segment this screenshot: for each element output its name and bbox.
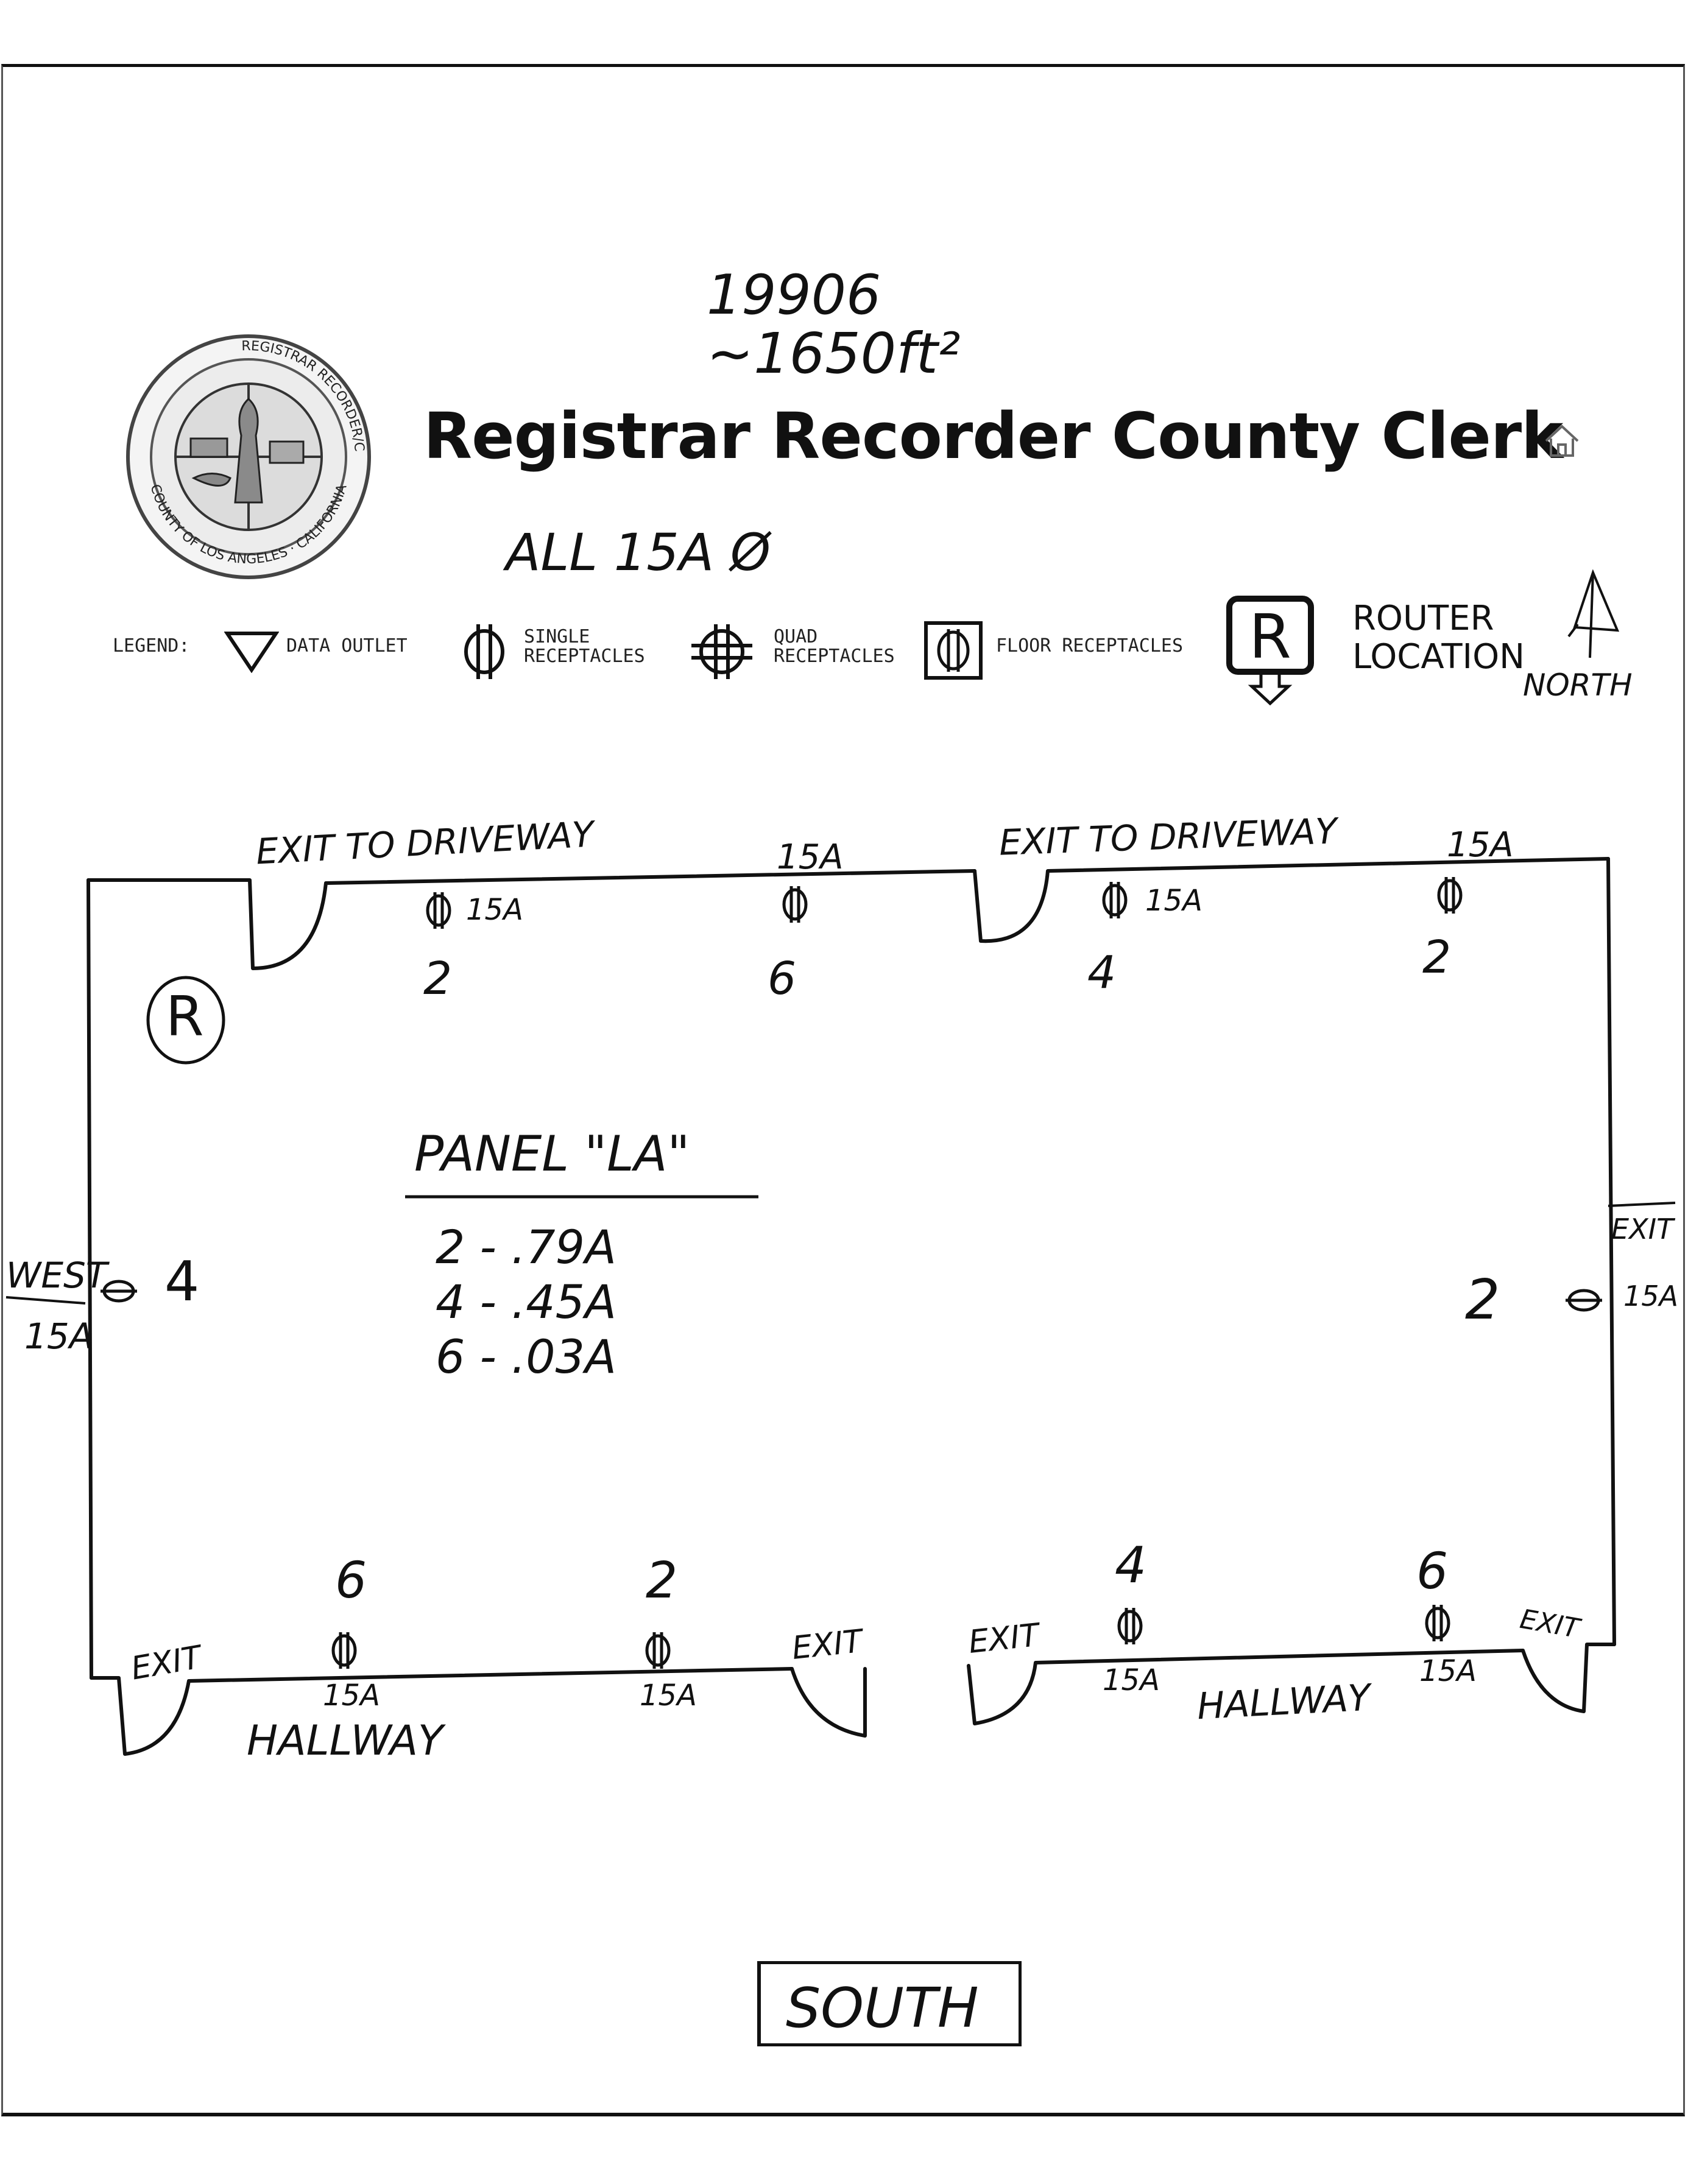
floor-receptacle-icon xyxy=(924,621,983,680)
panel-row-2: 4 - .45A xyxy=(436,1275,616,1329)
building-number: 19906 xyxy=(707,263,881,327)
home-icon[interactable] xyxy=(1541,420,1583,462)
north-circuit-3: 4 xyxy=(1087,946,1117,999)
north-circuit-2: 6 xyxy=(768,953,797,1005)
receptacle-east xyxy=(1566,1289,1602,1312)
single-receptacle-icon xyxy=(464,624,504,679)
north-arrow-icon xyxy=(1567,569,1620,658)
receptacle-north-2 xyxy=(782,886,808,923)
router-letter: R xyxy=(1249,601,1291,672)
amperage-note: ALL 15A Ø xyxy=(506,523,771,582)
east-circuit: 2 xyxy=(1465,1268,1500,1332)
receptacle-north-3 xyxy=(1102,882,1128,918)
south-hallway-left: HALLWAY xyxy=(247,1717,443,1765)
page-title: Registrar Recorder County Clerk xyxy=(423,399,1563,473)
east-amp: 15A xyxy=(1623,1280,1679,1312)
west-amp: 15A xyxy=(24,1316,94,1357)
north-amp-4: 15A xyxy=(1447,825,1514,865)
south-amp-2: 15A xyxy=(640,1679,697,1713)
south-hallway-right: HALLWAY xyxy=(1196,1676,1372,1728)
page-border xyxy=(1,64,1685,2116)
north-circuit-4: 2 xyxy=(1422,931,1452,984)
north-amp-3: 15A xyxy=(1145,884,1202,918)
legend-floor-label: FLOOR RECEPTACLES xyxy=(996,635,1184,657)
south-circuit-3: 4 xyxy=(1115,1537,1147,1594)
south-exit-2: EXIT xyxy=(790,1623,864,1667)
legend-quad-label: QUAD RECEPTACLES xyxy=(774,626,895,667)
triangle-data-outlet-icon xyxy=(224,632,279,673)
south-amp-3: 15A xyxy=(1103,1663,1160,1697)
north-amp-1: 15A xyxy=(466,893,523,927)
north-exit-right: EXIT TO DRIVEWAY xyxy=(998,810,1338,864)
south-label: SOUTH xyxy=(786,1976,979,2040)
south-circuit-2: 2 xyxy=(646,1552,678,1610)
legend-router-label: ROUTER LOCATION xyxy=(1352,599,1525,677)
area-note: ~1650ft² xyxy=(707,321,961,386)
receptacle-south-4 xyxy=(1425,1605,1450,1641)
router-marker: R xyxy=(166,985,204,1049)
router-marker-circle xyxy=(146,976,225,1065)
south-circuit-1: 6 xyxy=(335,1552,367,1610)
south-label-box xyxy=(757,1961,1022,2046)
quad-receptacle-icon xyxy=(691,624,752,679)
panel-row-1: 2 - .79A xyxy=(436,1220,616,1274)
county-seal-logo: REGISTRAR RECORDER/COUNTY CLERK COUNTY O… xyxy=(124,332,371,579)
west-label: WEST xyxy=(6,1255,108,1296)
panel-title: PANEL "LA" xyxy=(414,1125,690,1182)
north-label: NORTH xyxy=(1523,668,1633,703)
north-circuit-1: 2 xyxy=(423,953,453,1005)
router-location-icon: R xyxy=(1226,596,1314,706)
south-amp-1: 15A xyxy=(323,1679,380,1713)
legend-single-label: SINGLE RECEPTACLES xyxy=(524,626,645,667)
receptacle-north-1 xyxy=(426,892,451,929)
south-circuit-4: 6 xyxy=(1416,1543,1449,1601)
receptacle-west xyxy=(101,1280,137,1303)
west-circuit: 4 xyxy=(164,1250,200,1314)
south-exit-3: EXIT xyxy=(967,1617,1041,1661)
legend-data-outlet-label: DATA OUTLET xyxy=(286,635,408,657)
legend-label: LEGEND: xyxy=(113,635,190,657)
north-amp-2: 15A xyxy=(777,837,844,877)
east-exit-label: EXIT xyxy=(1611,1213,1674,1245)
receptacle-south-1 xyxy=(331,1632,357,1669)
receptacle-south-3 xyxy=(1117,1608,1143,1644)
receptacle-north-4 xyxy=(1437,877,1463,914)
panel-row-3: 6 - .03A xyxy=(436,1330,616,1384)
receptacle-south-2 xyxy=(645,1632,671,1669)
south-amp-4: 15A xyxy=(1419,1654,1477,1688)
